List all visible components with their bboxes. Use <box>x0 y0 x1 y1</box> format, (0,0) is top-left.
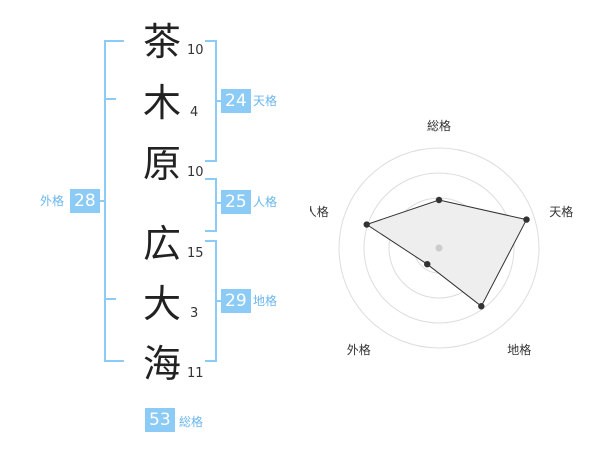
bracket-tick <box>106 98 116 100</box>
stroke-count-2: 4 <box>190 105 199 120</box>
stroke-count-5: 3 <box>190 306 199 321</box>
chikaku-bracket <box>205 240 217 362</box>
tenkaku-label: 天格 <box>253 94 278 108</box>
radar-axis-label-gaikaku: 外格 <box>347 342 371 357</box>
radar-area <box>365 199 528 307</box>
stroke-count-6: 11 <box>187 366 204 381</box>
fortune-radar-chart: 総格 天格 地格 外格 人格 <box>310 118 573 357</box>
soukaku-label: 総格 <box>179 415 204 429</box>
gaikaku-bracket <box>104 40 124 362</box>
radar-axis-label-tenkaku: 天格 <box>549 204 573 219</box>
gaikaku-score: 28 <box>70 189 100 213</box>
radar-point-3 <box>478 303 485 310</box>
radar-center-dot <box>435 244 443 252</box>
jinkaku-score: 25 <box>221 190 251 214</box>
tenkaku-bracket <box>205 40 217 162</box>
soukaku-score: 53 <box>145 408 175 432</box>
radar-ring <box>363 172 515 324</box>
name-char-6: 海 <box>142 342 181 386</box>
bracket-connector <box>217 300 223 302</box>
radar-axis-label-chikaku: 地格 <box>507 342 531 357</box>
stroke-count-3: 10 <box>187 165 204 180</box>
radar-axis-label-soukaku: 総格 <box>427 118 451 133</box>
name-char-1: 茶 <box>142 20 181 64</box>
jinkaku-bracket <box>205 178 217 232</box>
tenkaku-score: 24 <box>221 89 251 113</box>
radar-points <box>363 196 530 310</box>
bracket-connector <box>217 202 223 204</box>
gaikaku-label: 外格 <box>40 194 65 208</box>
stroke-count-4: 15 <box>187 246 204 261</box>
radar-point-5 <box>363 221 370 228</box>
jinkaku-label: 人格 <box>253 195 278 209</box>
radar-ring <box>338 147 540 349</box>
radar-point-4 <box>424 260 431 268</box>
name-char-2: 木 <box>142 81 181 125</box>
chikaku-label: 地格 <box>253 294 278 308</box>
chikaku-score: 29 <box>221 289 251 313</box>
name-char-4: 広 <box>142 222 181 266</box>
name-char-5: 大 <box>142 282 181 326</box>
radar-axis-label-jinkaku: 人格 <box>310 204 329 219</box>
radar-point-1 <box>435 196 443 204</box>
bracket-connector <box>217 100 223 102</box>
radar-point-2 <box>523 216 530 223</box>
bracket-tick <box>106 298 116 300</box>
stroke-count-1: 10 <box>187 43 204 58</box>
name-char-3: 原 <box>142 142 181 186</box>
